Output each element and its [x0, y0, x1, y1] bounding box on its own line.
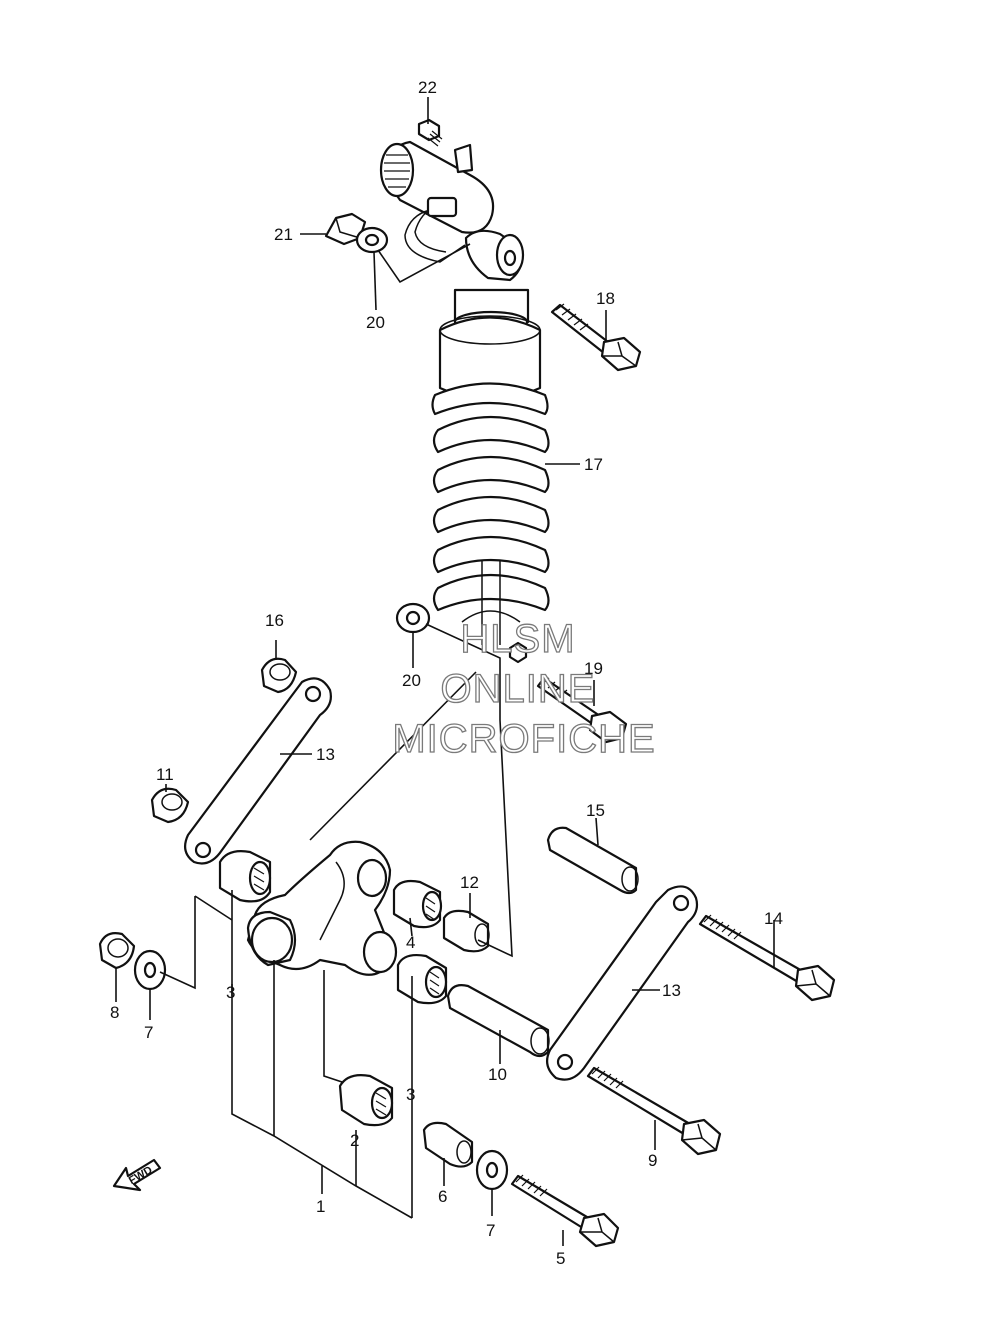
washer-7-left [133, 949, 167, 991]
fwd-label: FWD [127, 1164, 155, 1187]
spacer-15 [546, 826, 639, 895]
callout-13-upper: 13 [316, 745, 335, 764]
callout-1: 1 [316, 1197, 325, 1216]
callout-8: 8 [110, 1003, 119, 1022]
callout-4: 4 [406, 933, 415, 952]
clamp-21 [324, 212, 367, 246]
bolt-22 [417, 118, 443, 147]
callout-18: 18 [596, 289, 615, 308]
watermark-line-3: MICROFICHE [392, 717, 655, 761]
watermark-line-2: ONLINE [441, 667, 596, 711]
callout-labels: 22 21 20 18 17 16 20 19 13 11 15 12 14 4… [110, 78, 783, 1268]
callout-20-lower: 20 [402, 671, 421, 690]
bushing-3-upper [218, 850, 272, 903]
link-rod-13-lower [545, 885, 699, 1081]
spacer-6 [422, 1121, 474, 1168]
callout-3-left: 3 [226, 983, 235, 1002]
bushing-2 [338, 1074, 394, 1127]
bolt-5 [510, 1174, 620, 1248]
spacer-12 [442, 909, 490, 953]
fwd-arrow-icon: FWD [112, 1158, 162, 1192]
callout-5: 5 [556, 1249, 565, 1268]
washer-20-top [355, 226, 389, 254]
nut-8 [98, 932, 136, 970]
callout-13-lower: 13 [662, 981, 681, 1000]
callout-21: 21 [274, 225, 293, 244]
washer-7-lower [475, 1149, 509, 1191]
callout-3-right: 3 [406, 1085, 415, 1104]
callout-9: 9 [648, 1151, 657, 1170]
callout-2: 2 [350, 1131, 359, 1150]
callout-20-top: 20 [366, 313, 385, 332]
callout-19: 19 [584, 659, 603, 678]
watermark-line-1: HLSM [460, 617, 575, 661]
bolt-14 [698, 914, 836, 1002]
cushion-lever-1 [246, 840, 398, 976]
callout-12: 12 [460, 873, 479, 892]
nut-11 [150, 787, 190, 824]
watermark: HLSM ONLINE MICROFICHE [392, 616, 656, 761]
callout-16: 16 [265, 611, 284, 630]
washer-20-lower [395, 602, 431, 634]
bolt-9 [586, 1066, 722, 1156]
link-rod-13-upper [183, 677, 332, 865]
bolt-18 [550, 303, 642, 372]
callout-11: 11 [156, 765, 174, 784]
callout-14: 14 [764, 909, 783, 928]
callout-6: 6 [438, 1187, 447, 1206]
callout-10: 10 [488, 1065, 507, 1084]
bushing-4 [392, 879, 443, 929]
nut-small [508, 641, 528, 664]
leader-lines [115, 97, 775, 1246]
callout-7-lower: 7 [486, 1221, 495, 1240]
spacer-10 [446, 984, 550, 1058]
callout-15: 15 [586, 801, 605, 820]
shock-reservoir [379, 140, 495, 263]
callout-17: 17 [584, 455, 603, 474]
nut-16 [260, 657, 298, 694]
shock-absorber-17 [431, 229, 550, 645]
bolt-19 [536, 676, 628, 744]
bushing-3-lower [396, 953, 448, 1005]
callout-7-left: 7 [144, 1023, 153, 1042]
callout-22: 22 [418, 78, 437, 97]
